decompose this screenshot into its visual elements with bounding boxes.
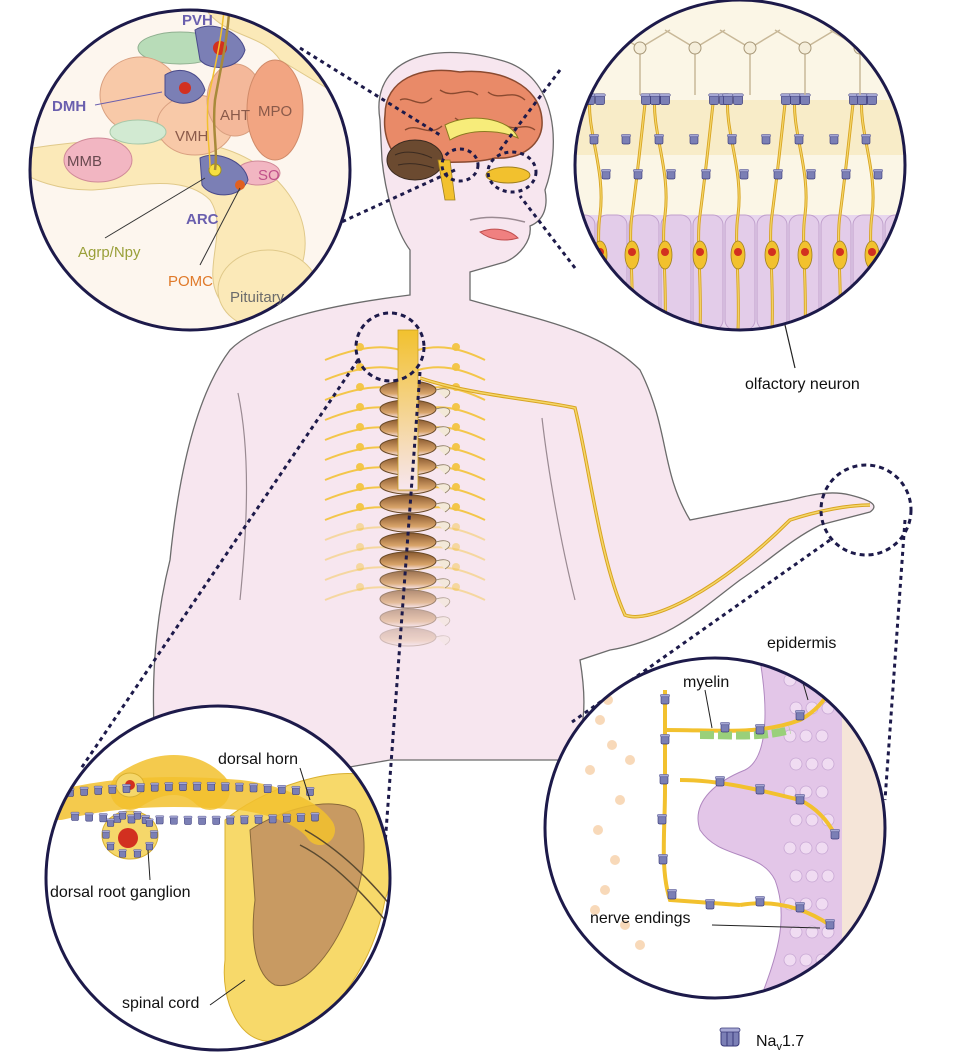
label-agrp: Agrp/Npy [78,244,141,261]
label-mpo: MPO [258,103,292,120]
legend-label: Nav1.7 [756,1033,804,1053]
legend: Nav1.7 [719,1027,804,1053]
label-dorsal-horn: dorsal horn [218,751,298,768]
label-nerve-endings: nerve endings [590,910,691,927]
label-dorsal-root-ganglion: dorsal root ganglion [50,884,191,901]
label-olfactory-neuron: olfactory neuron [745,376,860,393]
hypothalamus-inset: PVH DMH AHT MPO VMH MMB SO ARC Agrp/Npy … [28,8,352,332]
nose-zoom-circle [486,150,538,194]
label-epidermis: epidermis [767,635,836,652]
brain [383,69,543,201]
brain-zoom-circle [440,147,480,183]
label-myelin: myelin [683,674,729,691]
finger-zoom-circle [819,463,913,557]
spinal-column [324,329,486,647]
olfactory-inset: olfactory neuron [573,0,907,393]
label-vmh: VMH [175,128,208,145]
label-pituitary: Pituitary [230,289,285,306]
zoom-connectors [78,46,907,846]
label-arc: ARC [186,211,219,228]
nav17-channel-icon [719,1027,741,1047]
body-silhouette [152,51,875,801]
label-so: SO [258,167,280,184]
label-pomc: POMC [168,273,213,290]
skin-inset: epidermis myelin nerve endings [543,635,887,1000]
label-aht: AHT [220,107,250,124]
spinal-cord-inset: dorsal horn dorsal root ganglion spinal … [44,704,392,1052]
label-dmh: DMH [52,98,86,115]
label-mmb: MMB [67,153,102,170]
neck-zoom-circle [354,311,426,383]
label-pvh: PVH [182,12,213,29]
label-spinal-cord: spinal cord [122,995,199,1012]
